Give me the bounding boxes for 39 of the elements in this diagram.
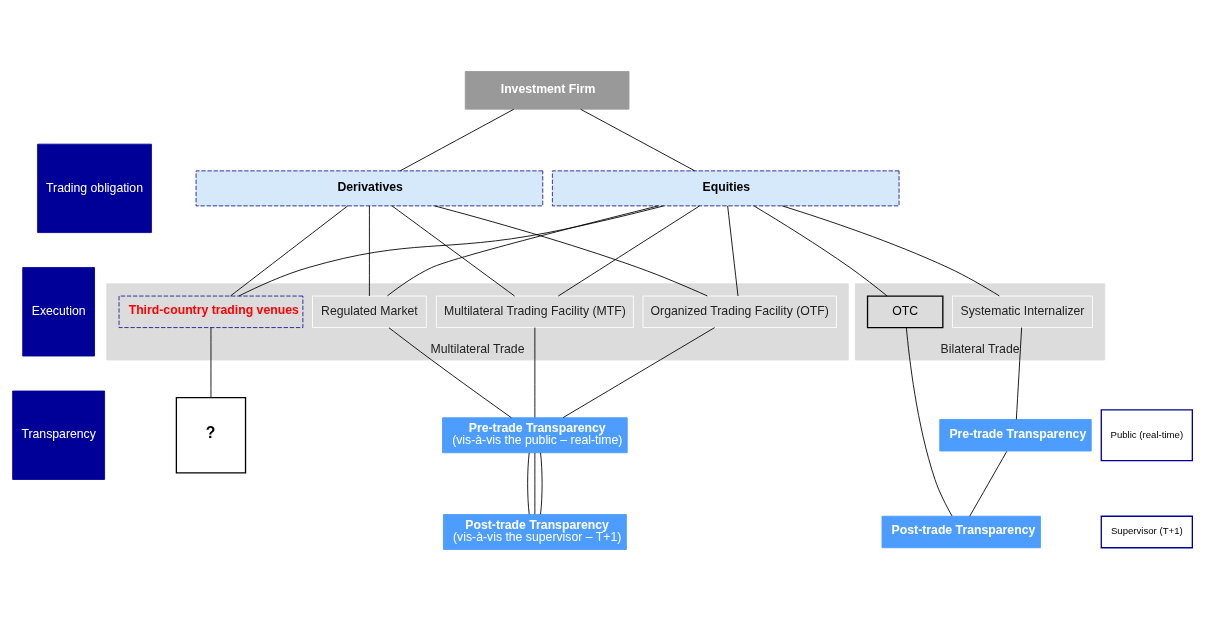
node-box: Trading obligation: [37, 143, 152, 233]
node-box: OTC: [866, 295, 944, 329]
node-box: Derivatives: [195, 170, 544, 207]
connector: [527, 452, 530, 515]
node-box: Regulated Market: [312, 295, 427, 328]
node-box: Pre-trade Transparency: [939, 419, 1092, 452]
connector: [229, 205, 349, 297]
connector: [368, 205, 370, 297]
connector: [386, 205, 659, 297]
connector: [753, 205, 888, 297]
connector: [540, 452, 543, 515]
node-box: Public (real-time): [1100, 409, 1193, 462]
connector: [562, 327, 716, 418]
connector: [580, 108, 696, 172]
connector: [727, 205, 739, 297]
node-box: Investment Firm: [464, 71, 630, 110]
node-box: Execution: [22, 267, 95, 357]
connector: [781, 205, 1000, 297]
node-box: Post-trade Transparency (vis-à-vis the supervisor – T+1): [442, 514, 627, 550]
node-box: Third-country trading venues: [118, 295, 304, 328]
connector: [399, 108, 515, 172]
connector: [557, 205, 701, 297]
node-box: Transparency: [12, 390, 106, 480]
node-box: Post-trade Transparency: [881, 515, 1041, 549]
connector: [969, 450, 1008, 517]
connector: [434, 205, 708, 297]
connector: [391, 205, 515, 297]
connector: [388, 327, 512, 419]
connector: [905, 327, 953, 517]
node-box: ?: [175, 396, 247, 474]
node-box: Systematic Internalizer: [952, 295, 1093, 328]
node-box: Supervisor (T+1): [1100, 515, 1193, 549]
node-box: Multilateral Trading Facility (MTF): [435, 295, 634, 328]
connector: [210, 327, 212, 398]
node-box: Pre-trade Transparency (vis-à-vis the public – real-time): [442, 417, 628, 454]
connector: [238, 205, 664, 297]
node-box: Organized Trading Facility (OTF): [642, 295, 837, 328]
node-box: Equities: [551, 170, 900, 207]
connector: [1015, 327, 1023, 420]
